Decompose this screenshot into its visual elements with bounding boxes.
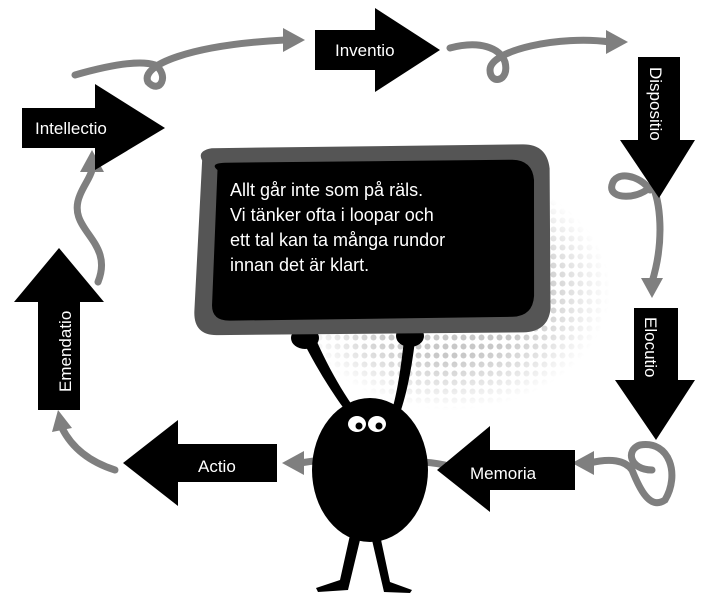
svg-text:Memoria: Memoria bbox=[470, 464, 537, 483]
sign-text-line: ett tal kan ta många rundor bbox=[230, 230, 446, 250]
character-eyes bbox=[348, 416, 386, 432]
step-arrow-elocutio: Elocutio bbox=[615, 308, 695, 440]
sign-text: Allt går inte som på räls. Vi tänker oft… bbox=[230, 178, 530, 278]
sign-text-line: Vi tänker ofta i loopar och bbox=[230, 205, 434, 225]
arrowhead-to-emendatio bbox=[52, 410, 72, 432]
svg-text:Dispositio: Dispositio bbox=[646, 67, 665, 141]
arrowhead-to-elocutio bbox=[641, 278, 663, 298]
step-arrow-dispositio: Dispositio bbox=[620, 57, 695, 198]
step-arrow-emendatio: Emendatio bbox=[14, 248, 104, 410]
arrowhead-to-memoria bbox=[572, 451, 594, 475]
left-leg bbox=[316, 535, 360, 592]
arrowhead-to-inventio bbox=[283, 28, 305, 52]
loop-arrow-elocutio-memoria bbox=[586, 441, 676, 506]
loop-arrow-emendatio-intellectio bbox=[73, 166, 106, 286]
step-arrow-memoria: Memoria bbox=[437, 426, 575, 512]
right-leg bbox=[372, 535, 412, 593]
arrowhead-to-actio bbox=[282, 451, 304, 475]
svg-text:Inventio: Inventio bbox=[335, 41, 395, 60]
sign-panel bbox=[212, 159, 535, 321]
svg-text:Intellectio: Intellectio bbox=[35, 119, 107, 138]
sign-text-line: Allt går inte som på räls. bbox=[230, 180, 424, 200]
right-arm bbox=[392, 330, 416, 413]
body bbox=[312, 398, 428, 542]
loop-arrow-dispositio-elocutio bbox=[608, 172, 664, 286]
left-arm bbox=[300, 330, 352, 410]
loop-arrowheads bbox=[52, 28, 663, 475]
arrowhead-to-dispositio bbox=[606, 30, 628, 54]
step-arrow-actio: Actio bbox=[123, 420, 277, 506]
loop-arrow-actio-emendatio bbox=[58, 424, 119, 474]
speech-sign bbox=[194, 144, 551, 336]
loop-connectors bbox=[58, 36, 676, 506]
sign-text-line: innan det är klart. bbox=[230, 255, 370, 275]
loop-arrow-intellectio-inventio bbox=[71, 36, 289, 90]
loop-arrow-inventio-dispositio bbox=[446, 36, 614, 83]
step-arrow-intellectio: Intellectio bbox=[22, 84, 165, 170]
step-arrow-inventio: Inventio bbox=[315, 8, 440, 92]
svg-text:Emendatio: Emendatio bbox=[56, 311, 75, 392]
svg-text:Elocutio: Elocutio bbox=[641, 317, 660, 377]
svg-text:Actio: Actio bbox=[198, 457, 236, 476]
